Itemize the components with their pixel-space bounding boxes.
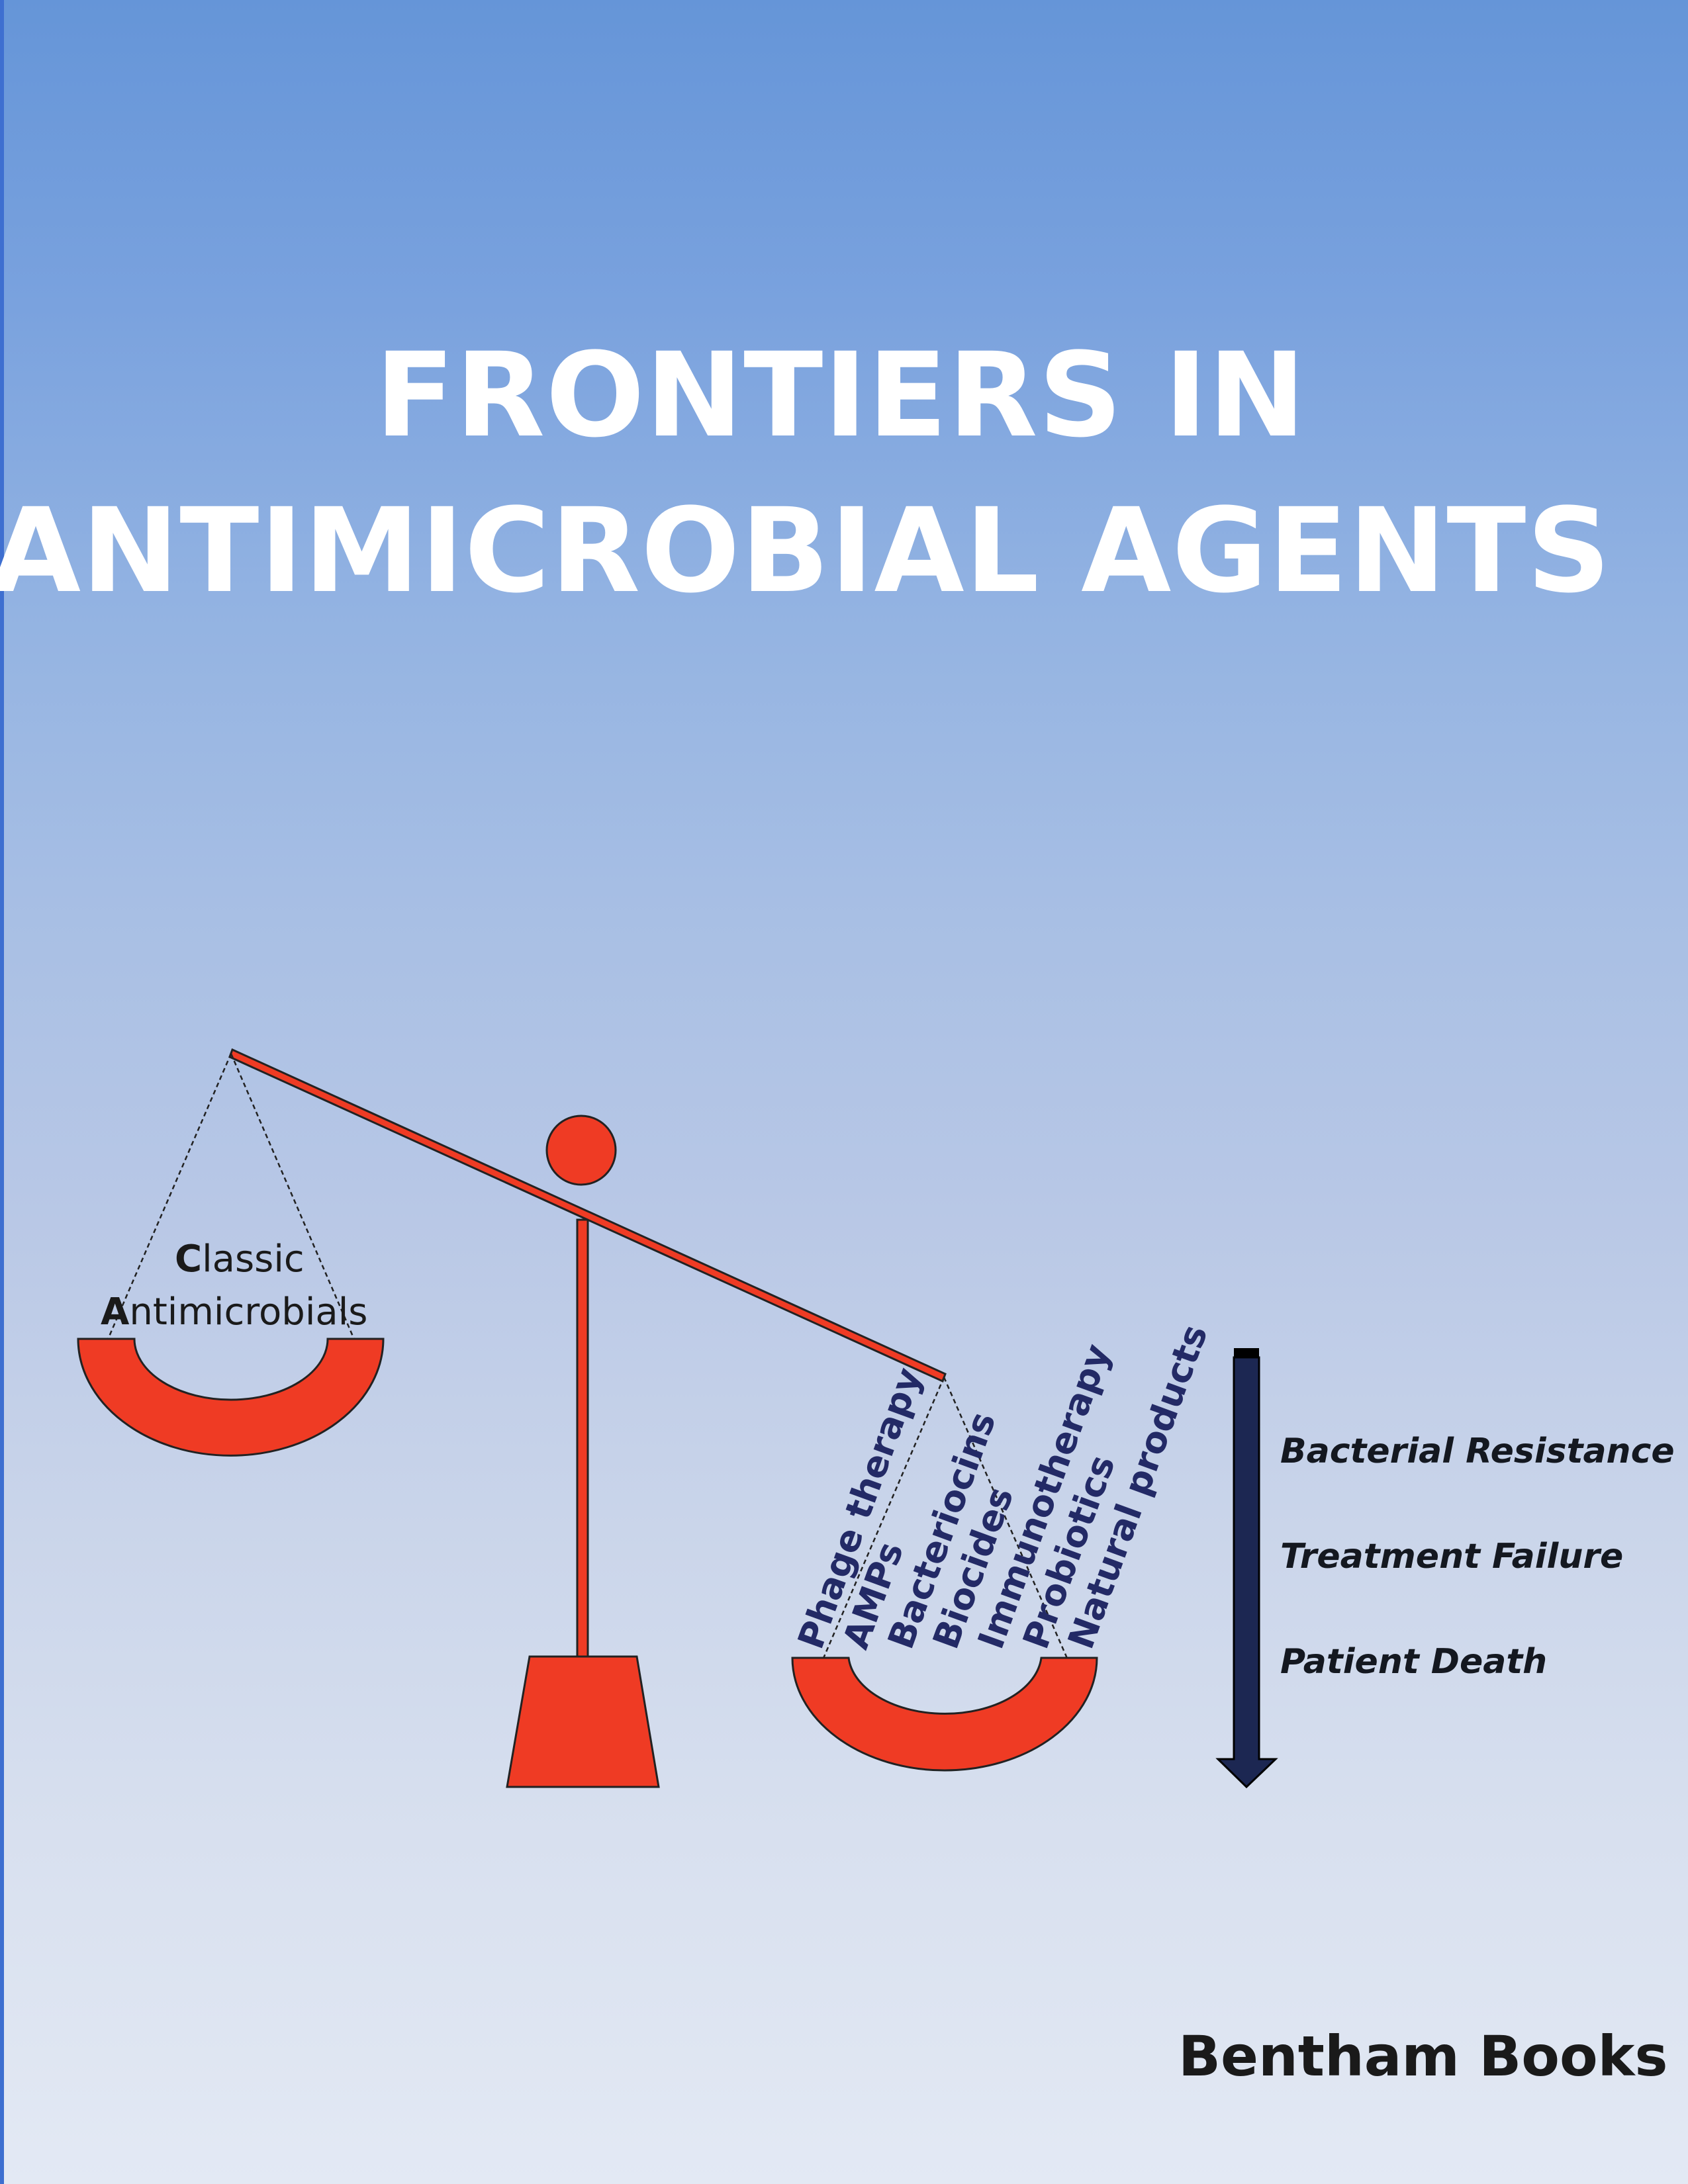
scale-stand-pole	[576, 1218, 589, 1658]
outcome-patient-death: Patient Death	[1280, 1642, 1548, 1682]
left-pan-strings	[106, 1053, 356, 1342]
left-pan-label-line-2: Antimicrobials	[101, 1291, 367, 1334]
title-line-2: ANTIMICROBIAL AGENTS	[0, 483, 1612, 619]
down-arrow-icon	[1215, 1348, 1278, 1789]
right-pan-strings	[821, 1377, 1070, 1662]
right-pan	[791, 1657, 1098, 1772]
outcome-treatment-failure: Treatment Failure	[1280, 1537, 1624, 1576]
left-pan-label-line-1: Classic	[175, 1238, 305, 1281]
scale-base	[506, 1655, 660, 1788]
scale-pivot-ball	[545, 1115, 617, 1186]
left-pan	[77, 1338, 385, 1457]
outcome-bacterial-resistance: Bacterial Resistance	[1280, 1432, 1675, 1471]
left-edge-stripe	[0, 0, 4, 2184]
title-line-1: FRONTIERS IN	[375, 328, 1307, 463]
publisher-name: Bentham Books	[1178, 2024, 1668, 2089]
